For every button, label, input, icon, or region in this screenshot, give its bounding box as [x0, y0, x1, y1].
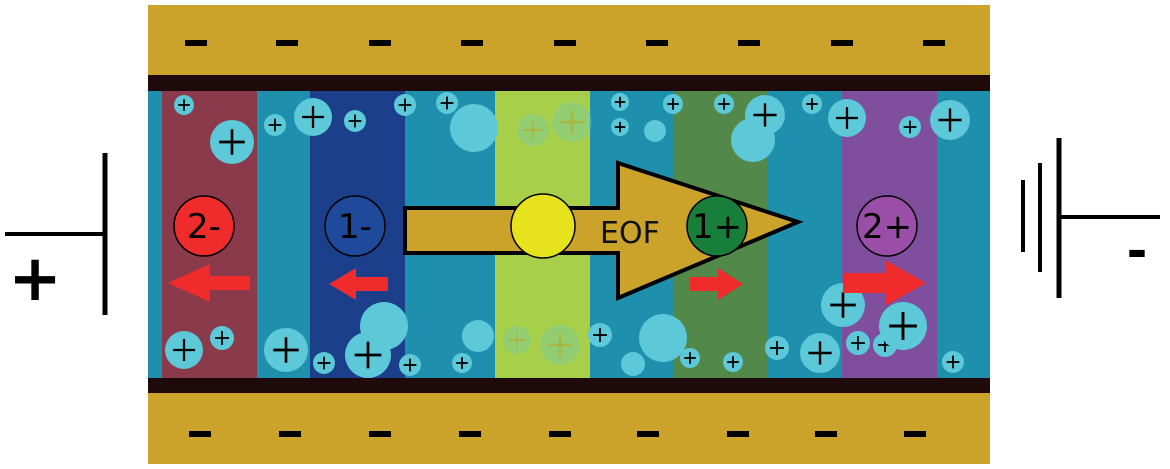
neutral-molecule [510, 193, 576, 259]
counter-ion-bubble [879, 302, 927, 350]
counter-ion-bubble [399, 354, 421, 376]
counter-ion-bubble [723, 352, 743, 372]
counter-ion-bubble [930, 100, 970, 140]
wall-negative-charge [279, 431, 301, 437]
wall-negative-charge [637, 431, 659, 437]
wall-negative-charge [554, 40, 576, 46]
wall-negative-charge [461, 40, 483, 46]
wall-negative-charge [189, 431, 211, 437]
migration-arrow-cation-1 [690, 268, 743, 300]
counter-ion-bubble [345, 332, 391, 378]
counter-ion-bubble [899, 116, 921, 138]
wall-charges-top [185, 40, 945, 46]
counter-ion-bubble [462, 320, 494, 352]
counter-ion-bubble [552, 102, 592, 142]
migration-arrow-cation-2 [843, 260, 926, 306]
counter-ion-bubble [644, 120, 666, 142]
counter-ion-bubble [800, 333, 840, 373]
wall-negative-charge [904, 431, 926, 437]
ground-symbol [1021, 138, 1160, 298]
counter-ion-bubble [174, 95, 194, 115]
wall-negative-charge [815, 431, 837, 437]
counter-ion-bubble [621, 352, 645, 376]
wall-negative-charge [727, 431, 749, 437]
counter-ion-bubble [313, 352, 335, 374]
wall-negative-charge [369, 431, 391, 437]
wall-negative-charge [549, 431, 571, 437]
counter-ion-bubble [828, 99, 866, 137]
counter-ion-bubble [540, 325, 580, 365]
migration-arrow-anion-1 [329, 268, 388, 300]
counter-ion-bubble [680, 348, 700, 368]
counter-ion-layer [165, 92, 970, 378]
counter-ion-bubble [450, 104, 498, 152]
counter-ion-bubble [394, 94, 416, 116]
counter-ion-bubble [663, 94, 683, 114]
counter-ion-bubble [210, 120, 254, 164]
counter-ion-bubble [714, 94, 734, 114]
wall-negative-charge [276, 40, 298, 46]
bottom-wall [148, 393, 990, 464]
ion-cation-1: 1+ [686, 195, 748, 257]
ion-cation-2: 2+ [856, 195, 918, 257]
counter-ion-bubble [503, 326, 531, 354]
anode-label: + [8, 242, 62, 316]
wall-charges-bottom [189, 431, 926, 437]
counter-ion-bubble [611, 118, 629, 136]
ion-cation-1-label: 1+ [692, 207, 742, 247]
wall-negative-charge [185, 40, 207, 46]
top-wall-border [148, 75, 990, 91]
ion-anion-1: 1- [324, 195, 386, 257]
wall-negative-charge [369, 40, 391, 46]
wall-negative-charge [923, 40, 945, 46]
counter-ion-bubble [588, 323, 612, 347]
counter-ion-bubble [745, 95, 785, 135]
counter-ion-bubble [264, 328, 308, 372]
cathode-label: - [1127, 222, 1148, 280]
counter-ion-bubble [210, 326, 234, 350]
eof-arrow [403, 160, 804, 302]
wall-negative-charge [831, 40, 853, 46]
counter-ion-bubble [294, 98, 332, 136]
counter-ion-bubble [344, 110, 366, 132]
counter-ion-bubble [452, 353, 472, 373]
counter-ion-bubble [611, 93, 629, 111]
counter-ion-bubble [165, 331, 203, 369]
ion-anion-1-label: 1- [338, 207, 372, 247]
anode-symbol [5, 153, 108, 315]
counter-ion-bubble [765, 336, 789, 360]
counter-ion-bubble [821, 283, 865, 327]
ion-cation-2-label: 2+ [862, 207, 912, 247]
wall-negative-charge [459, 431, 481, 437]
counter-ion-bubble [264, 114, 286, 136]
ion-anion-2: 2- [173, 195, 235, 257]
wall-negative-charge [738, 40, 760, 46]
counter-ion-bubble [942, 351, 964, 373]
counter-ion-bubble [517, 114, 549, 146]
counter-ion-bubble [846, 331, 870, 355]
counter-ion-bubble [639, 314, 687, 362]
counter-ion-bubble [436, 92, 458, 114]
migration-arrow-anion-2 [168, 264, 250, 302]
counter-ion-bubble [802, 94, 822, 114]
bottom-wall-border [148, 378, 990, 394]
eof-label: EOF [600, 216, 660, 251]
wall-negative-charge [646, 40, 668, 46]
ion-anion-2-label: 2- [187, 207, 221, 247]
